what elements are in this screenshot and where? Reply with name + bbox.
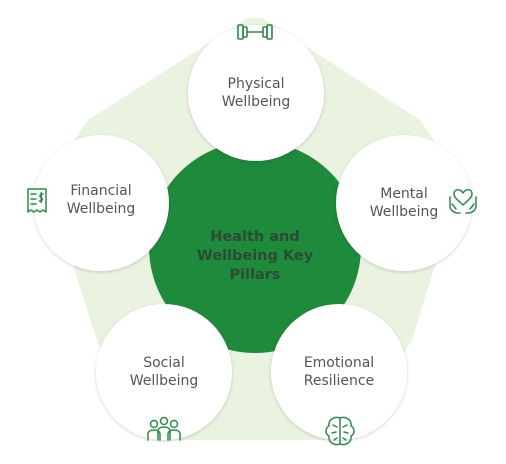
pillar-label-social-line-1: Social [143,355,185,371]
dumbbell-icon [237,24,273,40]
center-title-line-1: Health and [210,229,300,245]
pillar-label-mental-line-2: Wellbeing [369,204,439,220]
pillar-label-emotional-line-2: Resilience [303,373,375,389]
pillar-label-physical-line-2: Wellbeing [221,94,291,110]
pillar-circle-mental[interactable] [336,135,472,271]
pillar-circle-emotional[interactable] [271,304,407,440]
pillar-label-mental-line-1: Mental [380,186,428,202]
pillar-circle-social[interactable] [96,304,232,440]
pillar-label-financial-line-1: Financial [70,183,132,199]
pillar-label-mental: Mental Wellbeing [339,185,469,221]
pillar-label-emotional-line-1: Emotional [303,355,375,371]
pillar-label-social: Social Wellbeing [99,354,229,390]
center-circle [149,141,361,353]
pillar-label-financial-line-2: Wellbeing [66,201,136,217]
pillar-label-physical: Physical Wellbeing [191,75,321,111]
pillar-label-social-line-2: Wellbeing [129,373,199,389]
center-title: Health and Wellbeing Key Pillars [175,228,335,285]
people-group-icon [147,416,181,441]
pillar-label-physical-line-1: Physical [227,76,285,92]
pillar-label-financial: Financial Wellbeing [36,182,166,218]
pillar-label-emotional: Emotional Resilience [274,354,404,390]
center-title-line-2: Wellbeing Key Pillars [196,248,314,283]
receipt-dollar-icon [27,188,47,213]
brain-icon [325,416,355,446]
hands-heart-icon [449,189,477,214]
pillar-circle-physical[interactable] [188,25,324,161]
pillar-circle-financial[interactable] [33,135,169,271]
